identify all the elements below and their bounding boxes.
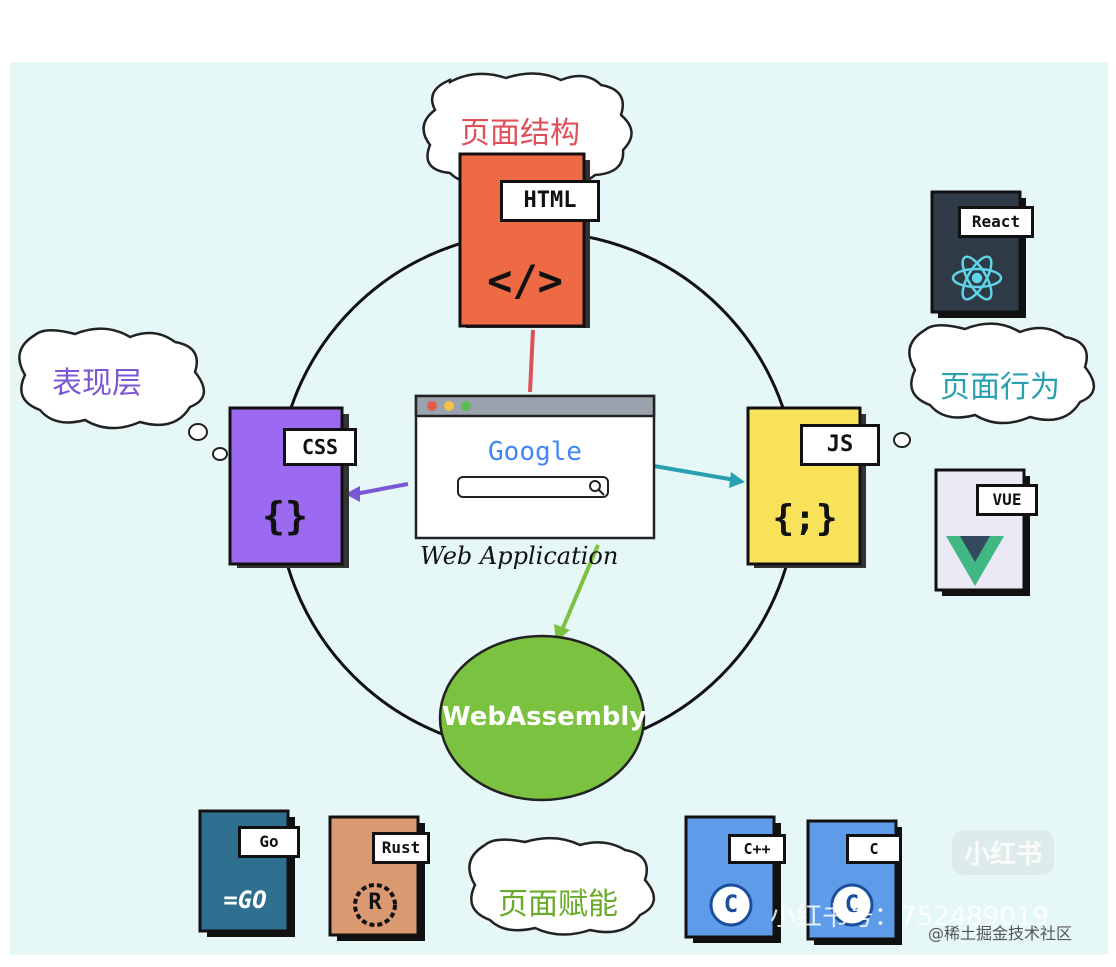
structure-label: 页面结构 bbox=[460, 116, 580, 151]
cloud-behavior bbox=[893, 322, 1095, 448]
css-arrow bbox=[354, 482, 409, 496]
go-logo-icon: =GO bbox=[223, 886, 267, 914]
c-logo-letter: C bbox=[844, 890, 860, 918]
search-engine-logo: Google bbox=[488, 437, 582, 467]
minimize-dot-icon bbox=[444, 401, 454, 411]
js-tag: JS bbox=[800, 424, 880, 466]
browser-window bbox=[414, 394, 656, 540]
js-braces-icon: {;} bbox=[772, 498, 838, 539]
wasm-arrow bbox=[560, 544, 600, 631]
behavior-label: 页面行为 bbox=[940, 370, 1060, 405]
html-tag: HTML bbox=[500, 180, 600, 222]
cpp-logo-icon bbox=[709, 883, 753, 927]
web-app-caption: Web Application bbox=[420, 542, 619, 570]
empowerment-label: 页面赋能 bbox=[498, 887, 618, 922]
rust-logo-icon: R bbox=[368, 890, 382, 915]
vue-tag: VUE bbox=[976, 484, 1038, 516]
close-dot-icon bbox=[427, 401, 437, 411]
html-code-icon: </> bbox=[487, 256, 563, 305]
css-tag: CSS bbox=[283, 428, 357, 466]
go-tag: Go bbox=[238, 826, 300, 858]
rust-tag: Rust bbox=[372, 832, 430, 864]
css-arrow-head bbox=[345, 486, 360, 502]
react-atom-icon bbox=[951, 255, 1003, 301]
brand-watermark: 小红书 bbox=[952, 830, 1055, 875]
css-braces-icon: {} bbox=[262, 494, 308, 538]
c-logo-icon bbox=[830, 883, 874, 927]
html-arrow bbox=[528, 329, 535, 393]
c-tag: C bbox=[846, 834, 902, 864]
wasm-blob bbox=[438, 634, 646, 802]
search-box bbox=[457, 476, 609, 498]
cloud-presentation bbox=[18, 327, 228, 461]
cpp-tag: C++ bbox=[728, 834, 786, 864]
react-tag: React bbox=[958, 206, 1034, 238]
search-icon bbox=[589, 480, 605, 496]
vue-logo-icon bbox=[946, 536, 1004, 586]
community-watermark: @稀土掘金技术社区 bbox=[928, 924, 1073, 943]
id-watermark: 小红书号：752489019 bbox=[770, 902, 1049, 932]
presentation-label: 表现层 bbox=[52, 366, 142, 401]
js-arrow-head bbox=[729, 472, 745, 488]
js-arrow bbox=[653, 464, 736, 482]
wasm-label: WebAssembly bbox=[442, 702, 647, 732]
maximize-dot-icon bbox=[461, 401, 471, 411]
cloud-empowerment bbox=[468, 836, 655, 936]
cpp-logo-letter: C bbox=[723, 890, 739, 918]
rust-gear-icon bbox=[353, 883, 397, 927]
